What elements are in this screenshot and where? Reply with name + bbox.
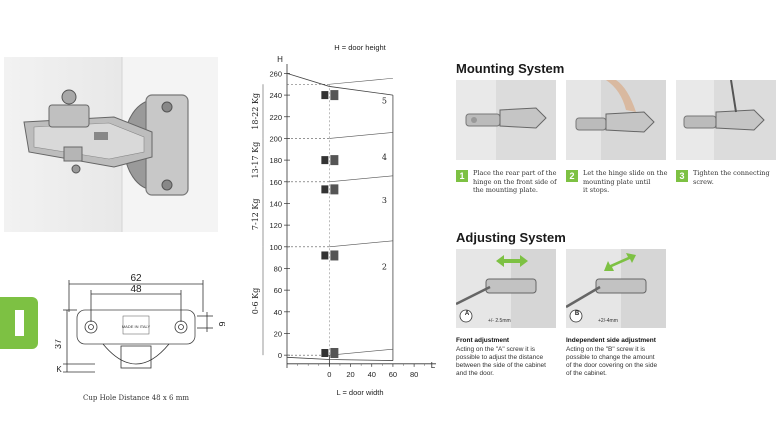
x-tick-label: 20 bbox=[346, 370, 354, 379]
hinge-symbol bbox=[321, 347, 339, 358]
x-axis-letter: L bbox=[431, 361, 436, 370]
hinge-cup bbox=[330, 90, 339, 101]
adjust-photo-side bbox=[566, 249, 666, 328]
hinge-count-label: 3 bbox=[382, 196, 387, 205]
threshold-door-line bbox=[329, 175, 393, 183]
weight-band-label: 7-12 Kg bbox=[251, 198, 260, 230]
dimension-k: K bbox=[56, 365, 62, 374]
dimension-62: 62 bbox=[130, 273, 142, 284]
step-3-number: 3 bbox=[676, 170, 688, 182]
hinge-plate bbox=[321, 251, 329, 260]
mounting-photo-3 bbox=[676, 80, 776, 160]
hinge-count-label: 4 bbox=[382, 153, 387, 162]
step-1-number: 1 bbox=[456, 170, 468, 182]
x-tick-label: 40 bbox=[368, 370, 376, 379]
y-tick-label: 120 bbox=[269, 221, 282, 230]
mounting-heading: Mounting System bbox=[456, 61, 565, 76]
y-tick-label: 180 bbox=[269, 156, 282, 165]
y-tick-label: 220 bbox=[269, 113, 282, 122]
mounting-photo-1 bbox=[456, 80, 556, 160]
side-adjustment-text: Acting on the "B" screw it is possible t… bbox=[566, 346, 658, 377]
door-load-chart: H = door height L = door width H L 02040… bbox=[251, 43, 436, 397]
adjust-photo-front bbox=[456, 249, 556, 328]
hinge-symbol bbox=[321, 250, 339, 261]
y-tick-label: 40 bbox=[274, 308, 282, 317]
section-badge bbox=[0, 297, 38, 349]
weight-band-label: 0-6 Kg bbox=[251, 288, 260, 315]
hinge-plate bbox=[321, 91, 329, 100]
x-tick-label: 80 bbox=[410, 370, 418, 379]
front-range: +/- 2.5mm bbox=[488, 318, 511, 324]
y-tick-label: 160 bbox=[269, 178, 282, 187]
hinge-technical-drawing: MADE IN ITALY 62 48 37 6 K bbox=[55, 273, 225, 374]
dimension-48: 48 bbox=[130, 284, 142, 295]
hinge-cup bbox=[330, 250, 339, 261]
step-1-text: Place the rear part of the hinge on the … bbox=[473, 169, 557, 194]
threshold-door-line bbox=[329, 348, 393, 356]
mounting-photo-2 bbox=[566, 80, 666, 160]
chart-xlabel: L = door width bbox=[336, 388, 383, 397]
hinge-plate bbox=[321, 156, 329, 165]
threshold-door-line bbox=[329, 240, 393, 248]
side-adjustment-title: Independent side adjustment bbox=[566, 337, 656, 344]
step-3-text: Tighten the connecting screw. bbox=[693, 169, 770, 186]
hinge-cup bbox=[330, 155, 339, 166]
hinge-cup bbox=[330, 184, 339, 195]
door-top-edge bbox=[286, 73, 393, 96]
hinge-plate bbox=[321, 185, 329, 194]
marker-a: A bbox=[464, 311, 470, 317]
y-tick-label: 0 bbox=[278, 351, 282, 360]
x-tick-label: 60 bbox=[389, 370, 397, 379]
y-tick-label: 20 bbox=[274, 329, 282, 338]
hinge-symbol bbox=[321, 90, 339, 101]
cup-hole-caption: Cup Hole Distance 48 x 6 mm bbox=[83, 394, 189, 402]
hinge-product-photo bbox=[4, 57, 218, 232]
hinge-illustration bbox=[23, 57, 218, 232]
y-tick-label: 80 bbox=[274, 264, 282, 273]
chart-title: H = door height bbox=[334, 43, 386, 52]
x-tick-label: 0 bbox=[327, 370, 331, 379]
dimension-6: 6 bbox=[217, 321, 225, 326]
dimension-37: 37 bbox=[55, 339, 63, 349]
marker-b: B bbox=[574, 311, 580, 317]
hinge-cup bbox=[330, 347, 339, 358]
side-range: +2/-4mm bbox=[598, 318, 618, 324]
maker-stamp bbox=[122, 315, 150, 335]
y-axis-letter: H bbox=[277, 55, 283, 64]
step-2-text: Let the hinge slide on the mounting plat… bbox=[583, 169, 668, 194]
hinge-symbol bbox=[321, 184, 339, 195]
adjusting-heading: Adjusting System bbox=[456, 230, 566, 245]
hinge-count-label: 5 bbox=[382, 97, 387, 106]
threshold-door-line bbox=[329, 132, 393, 139]
step-2-number: 2 bbox=[566, 170, 578, 182]
stamp-text: MADE IN ITALY bbox=[122, 324, 151, 329]
threshold-door-line bbox=[329, 77, 393, 85]
y-tick-label: 100 bbox=[269, 243, 282, 252]
weight-band-label: 13-17 Kg bbox=[251, 142, 260, 179]
y-tick-label: 200 bbox=[269, 134, 282, 143]
door-bottom-edge bbox=[286, 356, 393, 361]
y-tick-label: 60 bbox=[274, 286, 282, 295]
hinge-plate bbox=[321, 348, 329, 357]
weight-band-label: 18-22 Kg bbox=[251, 93, 260, 130]
y-tick-label: 260 bbox=[269, 69, 282, 78]
hinge-symbol bbox=[321, 155, 339, 166]
front-adjustment-title: Front adjustment bbox=[456, 337, 510, 344]
y-tick-label: 240 bbox=[269, 91, 282, 100]
hinge-count-label: 2 bbox=[382, 262, 387, 271]
front-adjustment-text: Acting on the "A" screw it is possible t… bbox=[456, 346, 546, 377]
y-tick-label: 140 bbox=[269, 199, 282, 208]
